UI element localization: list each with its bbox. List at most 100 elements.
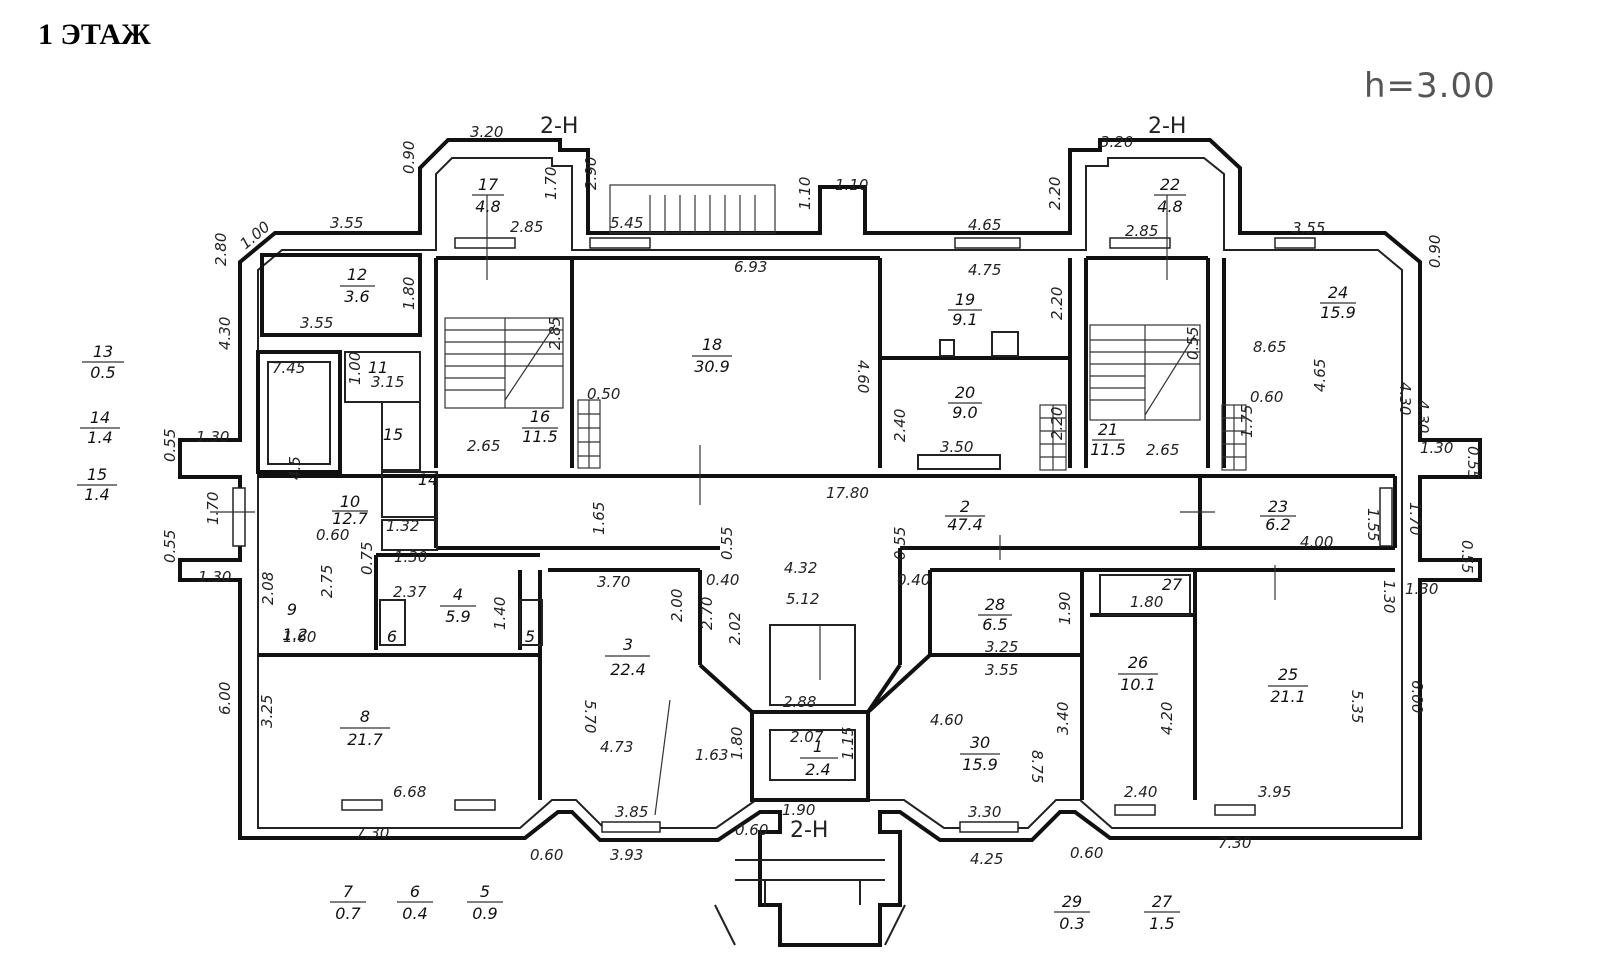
dimension-label: 0.60 — [530, 846, 563, 864]
dimension-label: 4.25 — [970, 850, 1003, 868]
dimension-label: 1.30 — [1405, 580, 1438, 598]
dimension-label: 1.80 — [1130, 593, 1163, 611]
dimension-label: 2.70 — [698, 597, 716, 630]
dimension-label: 2.75 — [318, 565, 336, 598]
room-number: 30 — [970, 733, 990, 752]
svg-text:27: 27 — [1162, 575, 1183, 594]
dimension-label: 7.30 — [356, 824, 389, 842]
svg-text:1.4: 1.4 — [84, 485, 109, 504]
dimension-label: 0.90 — [1426, 235, 1444, 268]
dimension-label: 2.37 — [393, 583, 427, 601]
dimension-label: 1.80 — [728, 727, 746, 760]
room-area: 10.1 — [1120, 675, 1156, 694]
svg-text:0.4: 0.4 — [402, 904, 427, 923]
room-area: 12.7 — [332, 509, 368, 528]
dimension-label: 6.00 — [1408, 680, 1426, 713]
dimension-label: 3.70 — [597, 573, 630, 591]
dimension-label: 2.08 — [259, 572, 277, 605]
svg-text:29: 29 — [1062, 892, 1082, 911]
dimension-label: 6.93 — [734, 258, 767, 276]
dimension-label: 6.68 — [393, 783, 426, 801]
svg-text:0.5: 0.5 — [90, 363, 115, 382]
room-number: 18 — [702, 335, 722, 354]
dimension-label: 4.30 — [1396, 382, 1414, 415]
room-area: 15.9 — [962, 755, 998, 774]
room-number: 20 — [955, 383, 975, 402]
small-cells — [344, 351, 1191, 646]
dimension-label: 3.55 — [300, 314, 333, 332]
svg-text:0.3: 0.3 — [1059, 914, 1084, 933]
legend-bottom: 7 0.7 6 0.4 5 0.9 29 0.3 27 1.5 — [330, 882, 1180, 933]
svg-text:15: 15 — [87, 465, 107, 484]
dimension-label: 4.60 — [930, 711, 963, 729]
dimension-label: 0.40 — [706, 571, 739, 589]
room-area: 4.8 — [1157, 197, 1182, 216]
entrance-steps — [714, 859, 906, 946]
dimension-label: 3.55 — [330, 214, 363, 232]
interior-walls — [258, 256, 1397, 800]
dimension-label: 3.55 — [985, 661, 1018, 679]
dimension-label: 2.20 — [1048, 287, 1066, 320]
svg-text:6: 6 — [410, 882, 420, 901]
dimension-label: 2.20 — [1048, 407, 1066, 440]
dimension-label: 1.90 — [1056, 592, 1074, 625]
dimension-label: 0.55 — [161, 530, 179, 563]
dimension-label: 0.55 — [1184, 327, 1202, 360]
dimension-label: 4.65 — [1311, 359, 1329, 392]
svg-text:5: 5 — [525, 627, 535, 646]
dimension-label: 17.80 — [826, 484, 869, 502]
dimension-label: 1.65 — [590, 502, 608, 535]
room-area: 15.9 — [1320, 303, 1356, 322]
room-number: 12 — [347, 265, 367, 284]
dimension-label: 0.55 — [161, 429, 179, 462]
dimension-label: 2.40 — [1124, 783, 1157, 801]
dimension-label: 4.5 — [286, 456, 304, 480]
dimension-label: 4.30 — [216, 317, 234, 350]
room-area: 6.2 — [1265, 515, 1290, 534]
svg-text:15: 15 — [383, 425, 403, 444]
dimension-label: 0.55 — [1458, 540, 1476, 573]
svg-text:27: 27 — [1152, 892, 1173, 911]
page-title: 1 ЭТАЖ — [38, 18, 151, 51]
dimension-labels: 3.20 3.20 3.55 3.55 1.00 0.90 2.80 0.90 … — [161, 123, 1482, 868]
room-number: 16 — [530, 407, 550, 426]
dimension-label: 0.55 — [718, 527, 736, 560]
dimension-label: 1.10 — [835, 176, 868, 194]
room-12-walls — [260, 253, 422, 337]
dimension-label: 4.75 — [968, 261, 1001, 279]
dimension-label: 1.30 — [1420, 439, 1453, 457]
legend-left: 13 0.5 14 1.4 15 1.4 — [77, 342, 124, 504]
room-area: 3.6 — [344, 287, 369, 306]
room-number: 2 — [960, 497, 970, 516]
dimension-label: 0.55 — [891, 527, 909, 560]
room-area: 1.2 — [282, 625, 307, 644]
dimension-label: 1.00 — [346, 352, 364, 385]
section-label: 2-Н — [790, 818, 828, 843]
dimension-label: 2.40 — [891, 409, 909, 442]
dimension-label: 1.30 — [394, 548, 427, 566]
room-area: 21.1 — [1270, 687, 1306, 706]
dimension-label: 0.75 — [358, 542, 376, 575]
room-area: 11.5 — [522, 427, 558, 446]
dimension-label: 8.65 — [1253, 338, 1286, 356]
dimension-label: 1.40 — [491, 597, 509, 630]
room-number: 26 — [1128, 653, 1148, 672]
small-cell-labels: 11 14 15 5 6 27 — [368, 358, 1183, 646]
room-number: 23 — [1268, 497, 1288, 516]
dimension-label: 0.50 — [587, 385, 620, 403]
room-number: 8 — [360, 707, 370, 726]
room-10-walls — [256, 350, 342, 474]
dimension-label: 0.90 — [400, 141, 418, 174]
dimension-label: 1.15 — [839, 727, 857, 760]
room-area: 47.4 — [947, 515, 983, 534]
room-area: 22.4 — [610, 660, 646, 679]
dimension-label: 1.75 — [1238, 405, 1256, 438]
svg-text:0.7: 0.7 — [335, 904, 361, 923]
room-area: 6.5 — [982, 615, 1007, 634]
dimension-label: 2.90 — [582, 157, 600, 190]
dimension-label: 4.60 — [854, 360, 872, 393]
dimension-label: 1.32 — [386, 517, 419, 535]
dimension-label: 5.70 — [581, 700, 599, 733]
dimension-label: 1.63 — [695, 746, 728, 764]
dimension-label: 5.45 — [610, 214, 643, 232]
